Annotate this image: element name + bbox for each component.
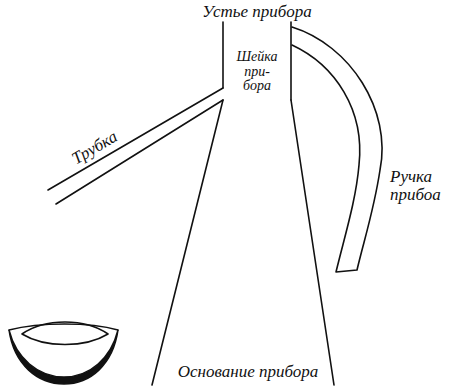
handle-label: Ручка прибоа	[390, 168, 452, 204]
bowl-inner	[22, 322, 108, 345]
tube-upper-wall	[48, 88, 223, 190]
tube-lower-wall	[56, 100, 223, 204]
handle	[292, 27, 382, 272]
body-left-wall	[152, 100, 223, 385]
base-label: Основание прибора	[175, 363, 322, 381]
neck-left-wall	[222, 22, 224, 88]
bowl-body	[9, 330, 118, 384]
neck-right-wall	[290, 22, 292, 100]
neck-label: Шейка при- бора	[230, 50, 284, 94]
bowl-rim	[9, 324, 118, 330]
body-right-wall	[291, 100, 334, 385]
mouth-label: Устье прибора	[202, 3, 311, 21]
